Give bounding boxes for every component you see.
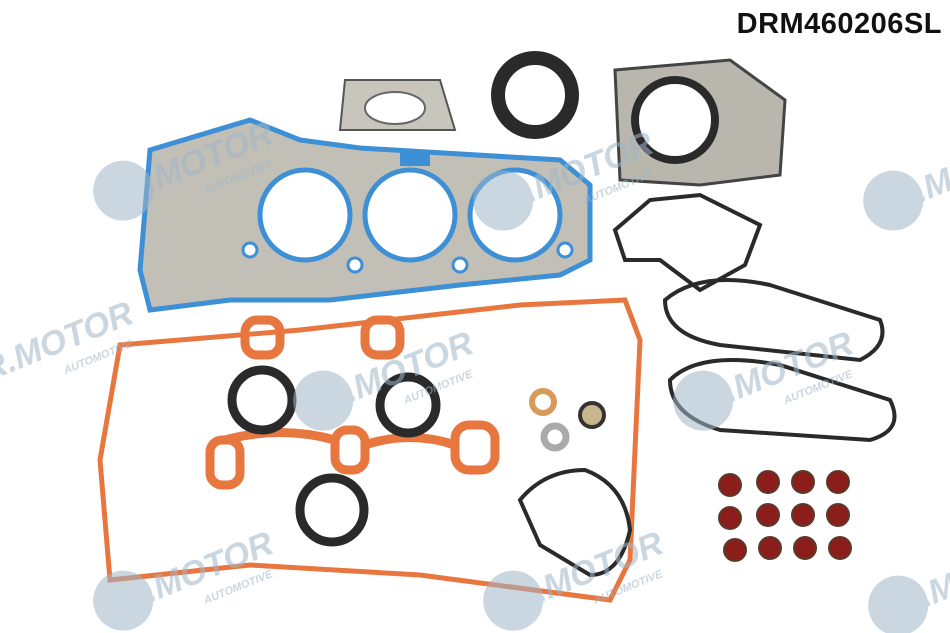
valve-stem-seals: [718, 470, 852, 562]
copper-washer: [529, 388, 557, 416]
steel-washer: [540, 422, 570, 452]
svg-text:DR.MOTOR: DR.MOTOR: [868, 529, 950, 633]
part-number-label: DRM460206SL: [736, 8, 942, 40]
valve-cover-gasket: [97, 297, 643, 603]
water-pump-gasket: [612, 192, 763, 293]
oil-filter-housing-gasket: [517, 467, 633, 578]
shaft-seal-small: [578, 401, 606, 429]
o-rings: [227, 365, 441, 547]
intake-gaskets: [205, 315, 500, 490]
cylinder-head-gasket: [137, 117, 593, 313]
cover-gasket-1: [662, 278, 885, 363]
crankshaft-seal-front: [491, 51, 579, 139]
